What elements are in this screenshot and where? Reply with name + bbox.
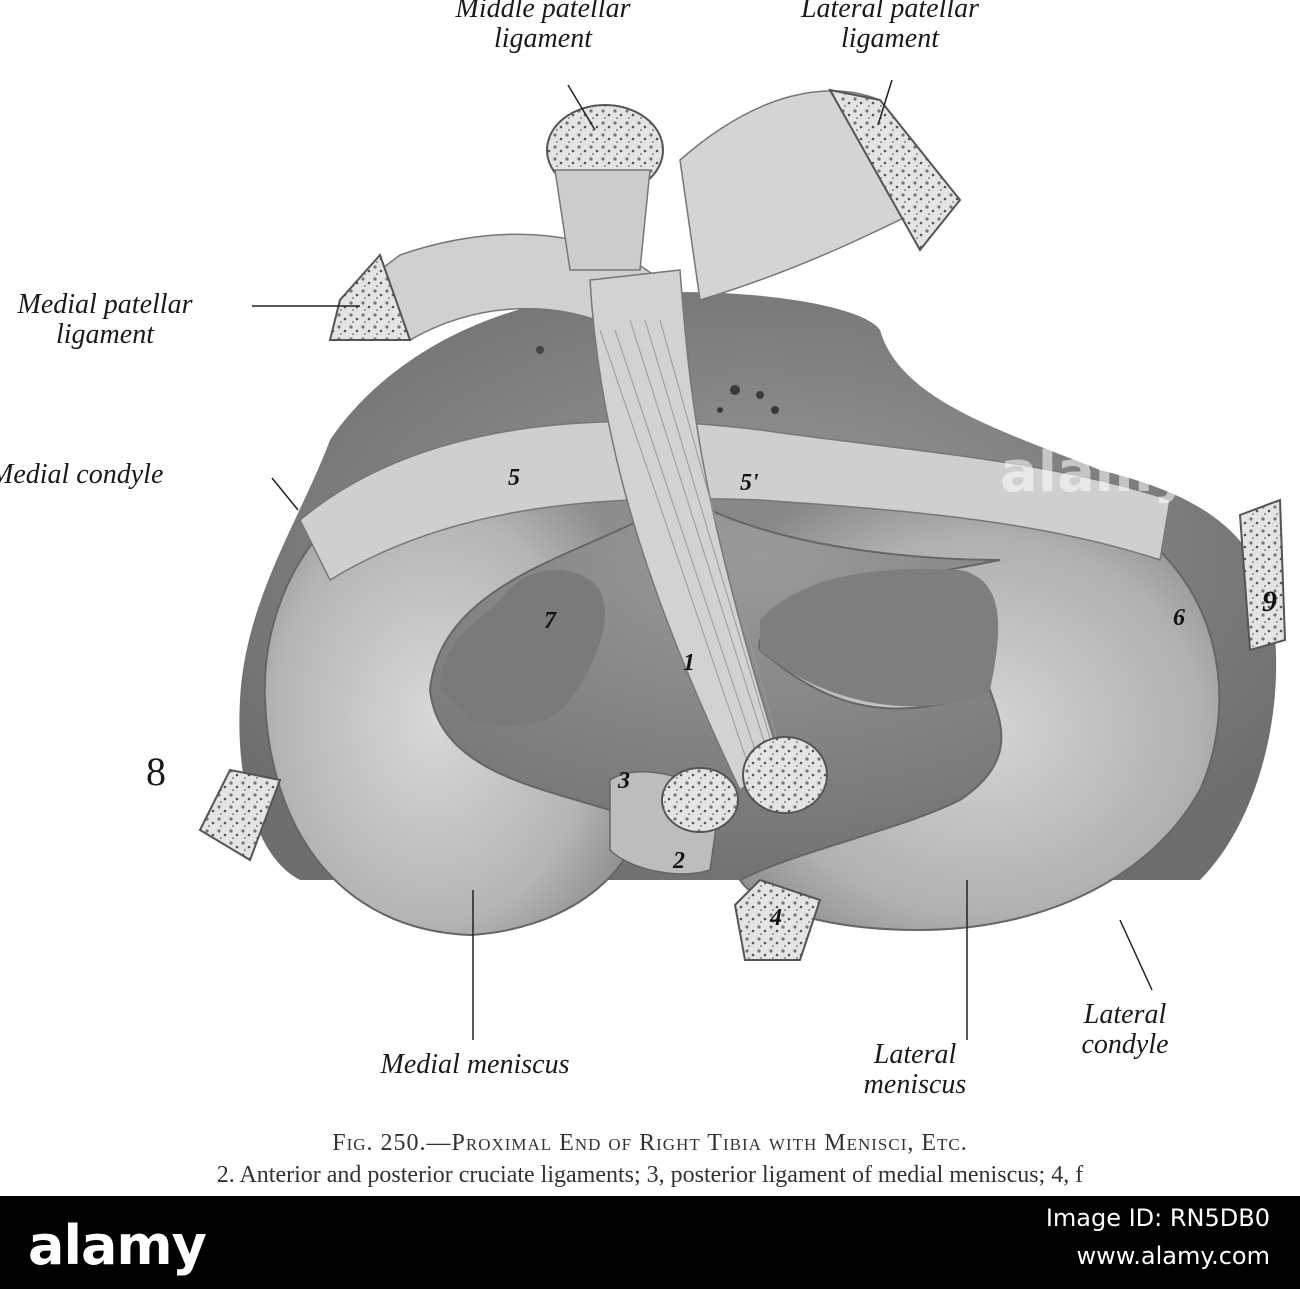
callout-4: 4 xyxy=(770,905,782,931)
callout-2: 2 xyxy=(673,848,685,874)
site-url-link[interactable]: www.alamy.com xyxy=(1076,1242,1270,1270)
watermark-text: alamy xyxy=(1000,440,1190,505)
label-medial-meniscus: Medial meniscus xyxy=(380,1049,570,1080)
alamy-logo[interactable]: alamy xyxy=(28,1214,207,1277)
image-id-text: Image ID: RN5DB0 xyxy=(1045,1204,1270,1232)
posterior-cruciate-stump xyxy=(661,767,739,833)
callout-6: 6 xyxy=(1173,605,1185,631)
callout-9: 9 xyxy=(1262,585,1277,618)
anterior-cruciate-stump xyxy=(742,736,828,814)
label-lateral-meniscus: Lateral meniscus xyxy=(863,1039,967,1100)
callout-1: 1 xyxy=(683,650,695,676)
figure-caption-title: Fig. 250.—Proximal End of Right Tibia wi… xyxy=(332,1130,968,1156)
label-lateral-patellar-ligament: Lateral patellar ligament xyxy=(800,0,980,54)
figure-caption-text: 2. Anterior and posterior cruciate ligam… xyxy=(216,1162,1084,1188)
stock-footer-bar: alamy Image ID: RN5DB0 www.alamy.com xyxy=(0,1196,1300,1289)
callout-5: 5 xyxy=(508,465,520,491)
label-medial-condyle: Medial condyle xyxy=(0,459,164,490)
callout-3: 3 xyxy=(618,768,630,794)
label-middle-patellar-ligament: Middle patellar ligament xyxy=(455,0,631,54)
transverse-band xyxy=(299,420,1171,582)
callout-8: 8 xyxy=(146,749,166,794)
label-medial-patellar-ligament: Medial patellar ligament xyxy=(17,289,193,350)
callout-5-prime: 5' xyxy=(740,470,759,496)
callout-7: 7 xyxy=(544,608,556,634)
label-lateral-condyle: Lateral condyle xyxy=(1081,999,1169,1060)
